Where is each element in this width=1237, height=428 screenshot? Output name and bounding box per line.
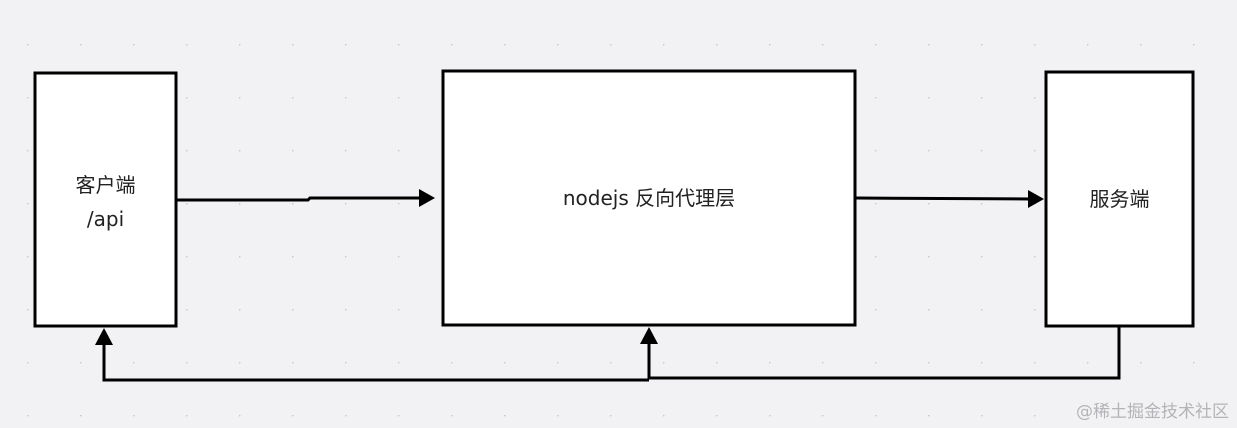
proxy-to-client-connector: [102, 344, 649, 382]
server-label: 服务端: [1089, 187, 1150, 211]
proxy-to-server-connector: [855, 196, 1031, 201]
proxy-box[interactable]: [441, 69, 857, 327]
client-label-line1: 客户端: [75, 173, 136, 197]
client-label: 客户端 /api: [35, 168, 176, 236]
server-to-proxy-connector: [647, 327, 1121, 380]
server-box[interactable]: [1044, 70, 1195, 328]
watermark: @稀土掘金技术社区: [1076, 402, 1229, 422]
arrowhead-icon: [1028, 190, 1044, 208]
client-to-proxy-connector: [177, 196, 425, 202]
arrowhead-icon: [419, 189, 435, 207]
arrowhead-icon: [640, 327, 658, 344]
client-box[interactable]: [33, 71, 178, 328]
client-label-line2: /api: [86, 207, 125, 231]
proxy-label: nodejs 反向代理层: [562, 186, 736, 210]
arrowhead-icon: [95, 328, 113, 345]
